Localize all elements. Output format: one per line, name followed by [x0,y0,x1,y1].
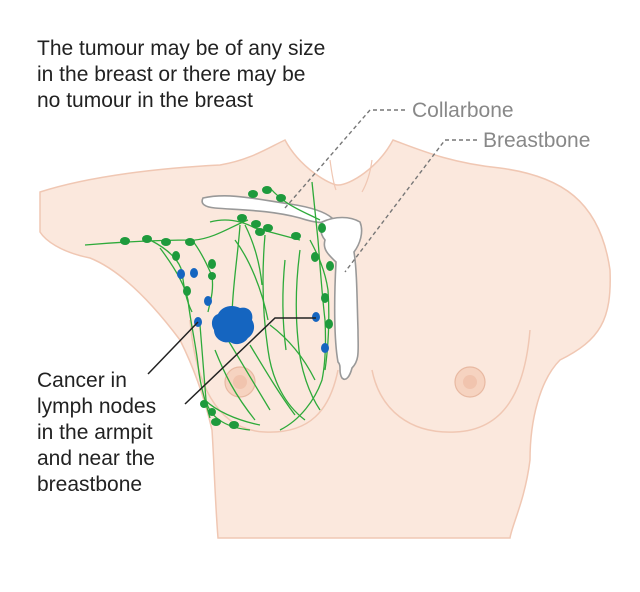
lymph-node [262,186,272,194]
lymph-node [248,190,258,198]
lymph-node [237,214,247,222]
caption-top-line-3: no tumour in the breast [37,89,253,112]
lymph-node [251,220,261,228]
caption-bottom: Cancer in lymph nodes in the armpit and … [37,369,162,496]
nipple-left-center [233,375,247,389]
caption-top-line-2: in the breast or there may be [37,63,305,86]
lymph-node [208,272,216,280]
caption-top-line-1: The tumour may be of any size [37,37,325,60]
cancer-lymph-node [177,269,185,279]
caption-bottom-line-2: lymph nodes [37,395,156,418]
collarbone-label: Collarbone [412,99,514,122]
lymph-node [325,319,333,329]
cancer-lymph-node [312,312,320,322]
lymph-node [200,400,208,408]
lymph-node [263,224,273,232]
caption-top: The tumour may be of any size in the bre… [37,37,331,112]
lymph-node [172,251,180,261]
neck-line-left [329,159,337,191]
neck-line-right [361,159,373,193]
breastbone [319,216,363,381]
lymph-node [229,421,239,429]
lymph-node [311,252,319,262]
tumour [211,306,255,345]
lymph-nodes-healthy [120,186,334,429]
lymph-node [318,223,326,233]
pointer-lines [147,317,316,405]
lymph-node [291,232,301,240]
breastbone-leader [344,139,477,273]
lymph-node [321,293,329,303]
lymph-node [142,235,152,243]
lymph-node [255,228,265,236]
cancer-lymph-node [321,343,329,353]
cancer-lymph-node [190,268,198,278]
collarbone-leader [284,109,405,209]
lymph-node [276,194,286,202]
lymph-node [183,286,191,296]
lymph-node [120,237,130,245]
lymph-node [326,261,334,271]
lymph-node [185,238,195,246]
breast-outline-right [371,329,531,433]
caption-bottom-line-4: and near the [37,447,155,470]
lymph-node [208,259,216,269]
grey-leaders [284,109,477,273]
caption-bottom-line-3: in the armpit [37,421,153,444]
lymph-node [208,408,216,416]
caption-bottom-line-5: breastbone [37,473,142,496]
pointer-breastbone [184,317,316,405]
breastbone-label: Breastbone [483,129,590,152]
lymph-node [211,418,221,426]
cancer-lymph-node [204,296,212,306]
lymph-node [161,238,171,246]
pointer-armpit [147,321,199,375]
nipple-right-center [463,375,477,389]
caption-bottom-line-1: Cancer in [37,369,127,392]
